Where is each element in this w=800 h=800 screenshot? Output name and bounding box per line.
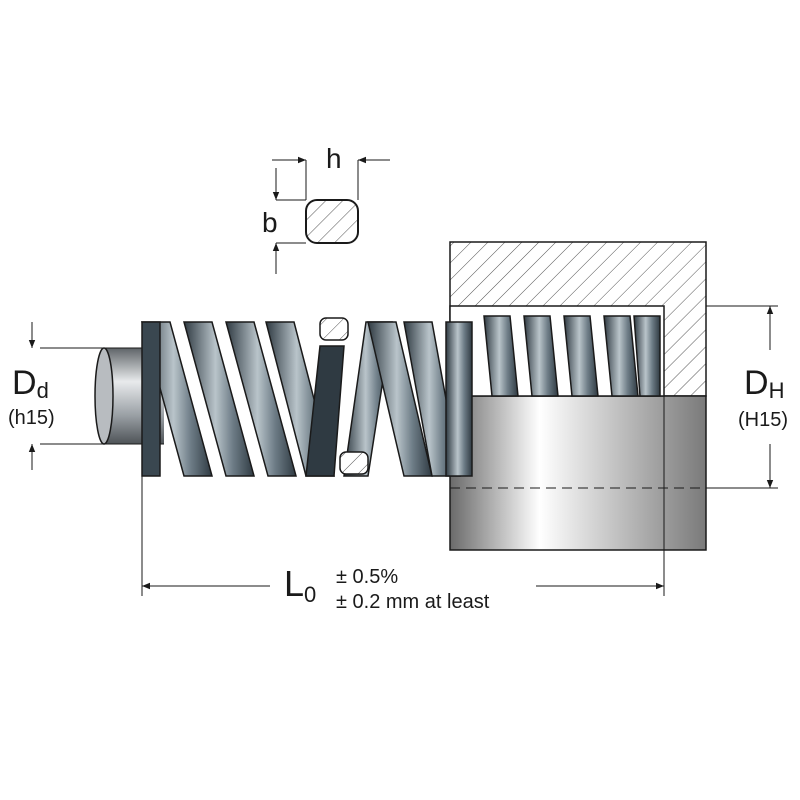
wire-end-top	[319, 317, 349, 341]
bore-surface	[449, 395, 707, 551]
dh-tolerance: (H15)	[738, 409, 788, 431]
dd-label: Dd	[12, 364, 49, 403]
wire-section-shape	[305, 199, 359, 244]
dh-dimension: DH (H15)	[706, 305, 788, 489]
wire-cross-section: h b	[262, 143, 390, 274]
l0-tolerance-min: ± 0.2 mm at least	[336, 591, 490, 613]
dd-tolerance: (h15)	[8, 407, 55, 429]
l0-label: L0	[284, 563, 316, 607]
h-label: h	[326, 143, 342, 174]
l0-tolerance-percent: ± 0.5%	[336, 566, 398, 588]
wire-end-bottom	[339, 451, 369, 475]
dh-label: DH	[744, 364, 784, 403]
spring-left-coils	[141, 321, 335, 477]
housing	[449, 241, 707, 596]
l0-dimension: L0 ± 0.5% ± 0.2 mm at least	[141, 476, 664, 613]
spring	[141, 315, 661, 477]
spring-right-coils	[367, 321, 473, 477]
dd-dimension: Dd (h15)	[8, 322, 55, 470]
rod-end-face	[94, 347, 114, 445]
b-label: b	[262, 207, 278, 238]
spring-inner-coils	[483, 315, 661, 397]
